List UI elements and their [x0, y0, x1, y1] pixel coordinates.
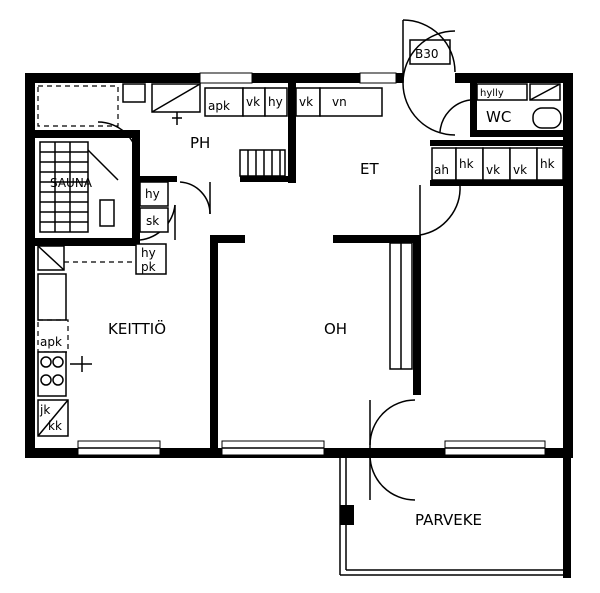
- door-swings: [97, 99, 471, 501]
- oh-closet: [389, 242, 413, 370]
- kitchen-pantry-pk: pk: [141, 260, 156, 274]
- ph-fixtures: [37, 83, 286, 177]
- wc-fixtures: [476, 83, 562, 129]
- closet-label-hk-1: hk: [459, 157, 474, 171]
- room-label-wc: WC: [486, 108, 511, 126]
- sauna-benches: [39, 141, 119, 233]
- windows: [77, 72, 546, 456]
- room-label-parveke: PARVEKE: [415, 511, 482, 529]
- hall-closets: [431, 147, 564, 181]
- ph-storage-row: [204, 87, 383, 117]
- closet-label-hk-2: hk: [540, 157, 555, 171]
- storage-label-vk-1: vk: [246, 95, 260, 109]
- room-label-keittio: KEITTIÖ: [108, 319, 166, 338]
- interior-walls: [35, 83, 563, 448]
- kitchen-fixtures: [37, 243, 167, 437]
- balcony: [339, 458, 571, 576]
- ph-side-cabinets: [139, 181, 169, 233]
- kitchen-pantry-hy: hy: [141, 246, 156, 260]
- closet-label-vk-1: vk: [486, 163, 500, 177]
- storage-label-hy-ph: hy: [268, 95, 283, 109]
- storage-label-apk-ph: apk: [208, 99, 230, 113]
- storage-label-hy-side: hy: [145, 187, 160, 201]
- kitchen-label-jk: jk: [39, 403, 50, 417]
- entrance-door: [402, 19, 456, 136]
- closet-label-vk-2: vk: [513, 163, 527, 177]
- storage-label-vk-2: vk: [299, 95, 313, 109]
- room-label-oh: OH: [324, 320, 347, 338]
- closet-label-ah: ah: [434, 163, 449, 177]
- storage-label-vn: vn: [332, 95, 347, 109]
- kitchen-apk-label: apk: [40, 335, 62, 349]
- wc-shelf-label: hylly: [480, 88, 504, 99]
- room-label-sauna: SAUNA: [50, 176, 93, 190]
- door-code-label: B30: [415, 47, 439, 61]
- room-label-et: ET: [360, 160, 379, 178]
- kitchen-label-kk: kk: [48, 419, 62, 433]
- room-label-ph: PH: [190, 134, 210, 152]
- storage-label-sk: sk: [146, 214, 159, 228]
